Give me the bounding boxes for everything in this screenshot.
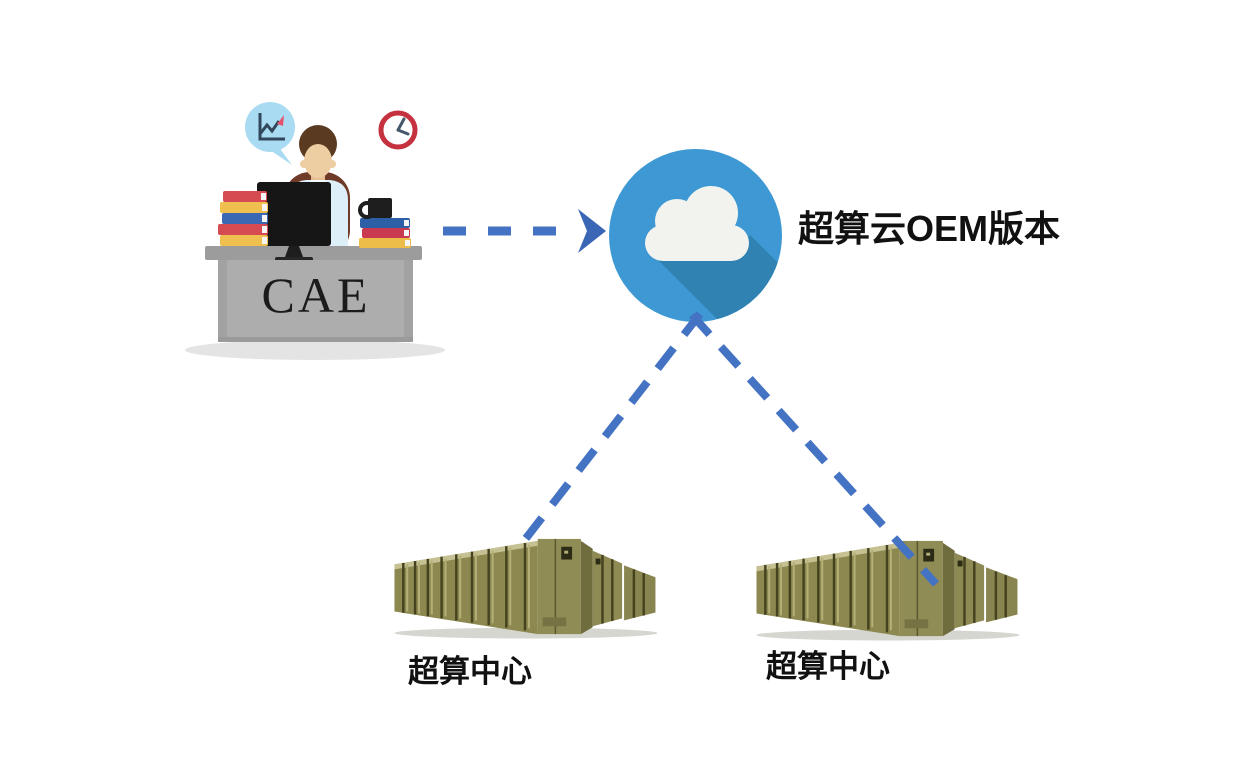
chart-speech-bubble-icon [245, 102, 295, 165]
server-cluster-icon [756, 540, 1020, 641]
person-at-desk-icon [185, 102, 445, 360]
cloud-shape [645, 186, 749, 261]
floor-shadow [185, 340, 445, 360]
arrowhead-icon [578, 209, 606, 253]
cloud-icon [609, 149, 782, 322]
datacenter-label-left: 超算中心 [408, 654, 532, 689]
dashed-line-cloud-to-left-center [516, 311, 704, 549]
cloud-graphic [645, 186, 782, 322]
cloud-label: 超算云OEM版本 [798, 208, 1061, 249]
book-stack-icon [218, 191, 268, 246]
desk-label: CAE [261, 267, 371, 323]
cloud-long-shadow [647, 235, 782, 322]
monitor-icon [257, 182, 331, 262]
desk-front [218, 260, 413, 342]
datacenter-label-right: 超算中心 [766, 649, 890, 684]
book-stack-icon [359, 218, 411, 248]
server-cluster-icon [394, 538, 658, 639]
desk-top [205, 246, 422, 260]
clock-icon [378, 110, 418, 150]
coffee-mug-icon [358, 198, 392, 219]
